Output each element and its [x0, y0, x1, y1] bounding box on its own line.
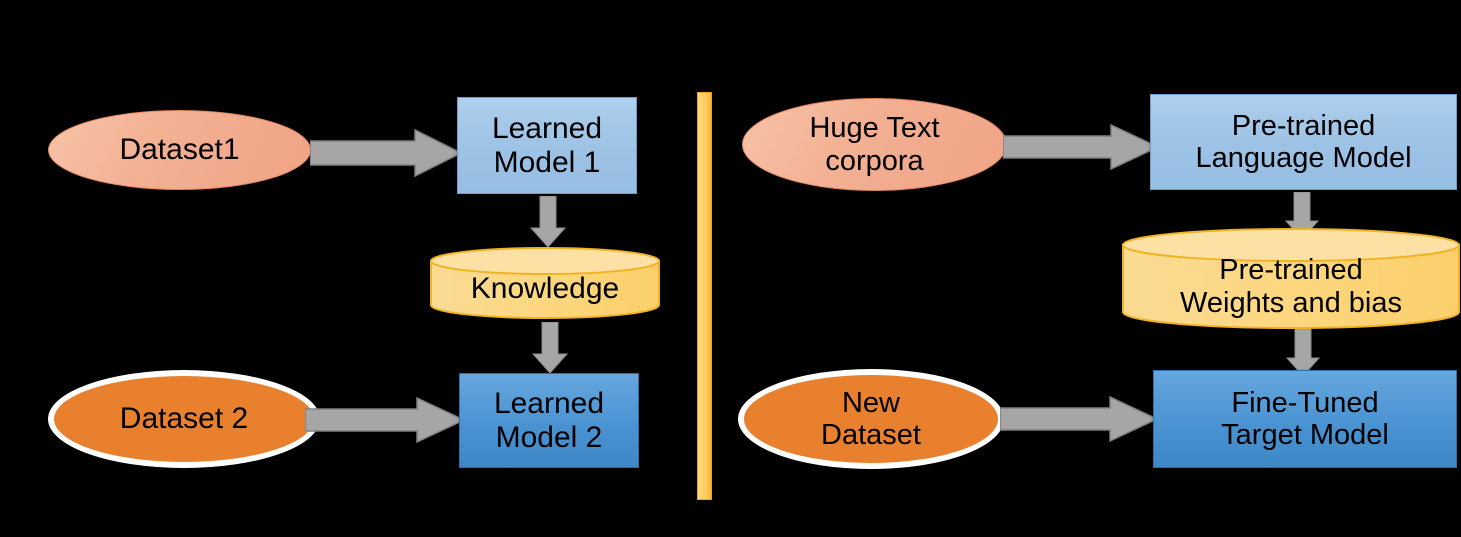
- node-huge-text-corpora-line2: corpora: [825, 144, 924, 177]
- arrow-weights-to-finetuned-target-model: [1286, 329, 1320, 377]
- node-pretrained-language-model-line1: Pre-trained: [1231, 109, 1376, 142]
- node-learned-model-2-line1: Learned: [493, 386, 605, 420]
- arrow-new-dataset-to-finetuned-target-model: [1000, 396, 1158, 442]
- panel-divider: [697, 92, 712, 500]
- arrow-dataset1-to-learned-model-1: [310, 128, 462, 178]
- node-new-dataset-line1: New: [841, 386, 900, 419]
- node-dataset2-label: Dataset 2: [119, 402, 249, 436]
- node-learned-model-1-line2: Model 1: [493, 145, 601, 179]
- node-finetuned-target-model-line2: Target Model: [1221, 419, 1389, 451]
- node-learned-model-1[interactable]: Learned Model 1: [457, 97, 637, 194]
- node-finetuned-target-model[interactable]: Fine-Tuned Target Model: [1153, 370, 1457, 468]
- node-pretrained-weights[interactable]: Pre-trained Weights and bias: [1122, 228, 1460, 329]
- node-new-dataset[interactable]: New Dataset: [738, 369, 1004, 469]
- node-finetuned-target-model-line1: Fine-Tuned: [1231, 386, 1379, 419]
- node-knowledge[interactable]: Knowledge: [430, 247, 660, 319]
- node-huge-text-corpora[interactable]: Huge Text corpora: [742, 98, 1007, 191]
- node-huge-text-corpora-line1: Huge Text: [809, 112, 940, 145]
- arrow-knowledge-to-learned-model-2: [532, 322, 568, 374]
- node-pretrained-language-model[interactable]: Pre-trained Language Model: [1150, 94, 1457, 190]
- node-dataset1[interactable]: Dataset1: [48, 110, 311, 190]
- node-dataset2[interactable]: Dataset 2: [48, 370, 320, 468]
- node-learned-model-2-line2: Model 2: [495, 420, 603, 454]
- arrow-dataset2-to-learned-model-2: [305, 396, 465, 444]
- node-dataset1-label: Dataset1: [119, 133, 240, 167]
- arrow-learned-model-1-to-knowledge: [530, 196, 566, 248]
- node-pretrained-language-model-line2: Language Model: [1195, 142, 1412, 174]
- node-learned-model-1-line1: Learned: [491, 111, 603, 145]
- arrow-huge-text-corpora-to-pretrained-language-model: [1003, 124, 1159, 170]
- node-learned-model-2[interactable]: Learned Model 2: [459, 373, 639, 468]
- node-new-dataset-line2: Dataset: [821, 419, 921, 451]
